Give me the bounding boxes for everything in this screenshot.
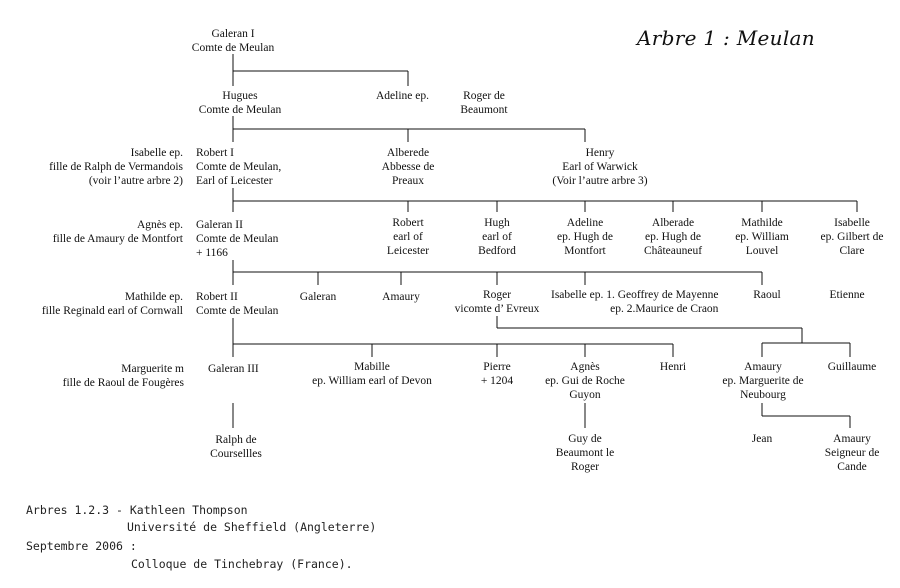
person-raoul: Raoul [753,289,781,301]
person-etienne: Etienne [829,289,865,301]
note-authors: Arbres 1.2.3 - Kathleen Thompson [26,503,248,517]
note-date: Septembre 2006 : [26,539,137,553]
person-henri: Henri [659,361,687,373]
spouse-isabelle-vermandois: Isabelle ep.fille de Ralph de Vermandois… [49,147,183,187]
spouse-agnes-montfort: Agnès ep.fille de Amaury de Montfort [52,219,183,245]
person-jean: Jean [751,433,773,445]
person-amaury: Amaury [382,291,420,303]
person-pierre: Pierre+ 1204 [480,361,514,387]
note-university: Université de Sheffield (Angleterre) [127,520,377,534]
tree-title: Arbre 1 : Meulan [637,26,815,50]
person-guillaume: Guillaume [827,361,877,373]
person-galeran: Galeran [299,291,337,303]
note-colloquium: Colloque de Tinchebray (France). [131,557,353,571]
spouse-mathilde-cornwall: Mathilde ep.fille Reginald earl of Cornw… [41,291,183,317]
person-galeran-iii: Galeran III [208,363,259,375]
person-adeline: Adeline ep. [376,90,430,102]
